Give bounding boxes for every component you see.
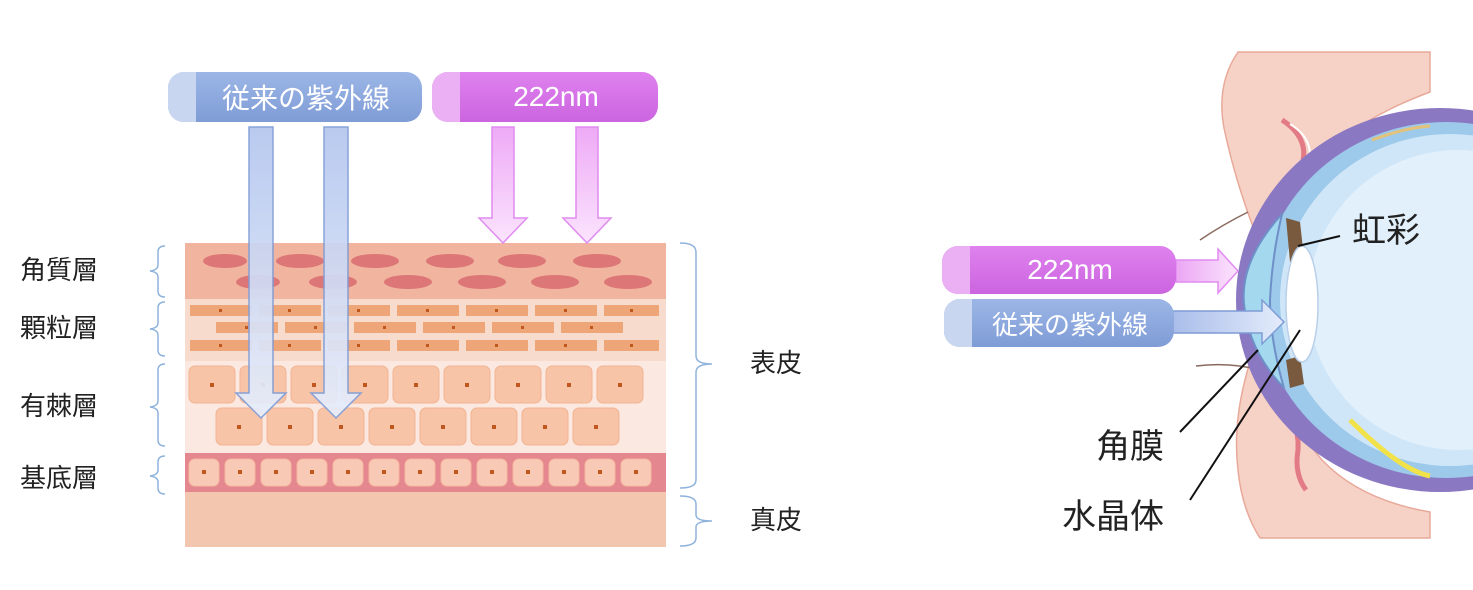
uv222-arrow-2 (561, 126, 613, 245)
label-stratum-corneum: 角質層 (20, 256, 99, 286)
uv222-label: 222nm (513, 81, 599, 112)
conventional-uv-arrow-1 (234, 126, 288, 420)
label-cornea: 角膜 (1096, 427, 1164, 467)
eye-diagram (1171, 51, 1473, 539)
conventional-uv-pill: 従来の紫外線 (168, 72, 422, 122)
eye-uv222-arrow (1175, 247, 1240, 295)
label-lens: 水晶体 (1062, 497, 1164, 537)
uv222-pill: 222nm (432, 72, 658, 122)
conventional-uv-label: 従来の紫外線 (221, 82, 390, 115)
region-braces (679, 242, 713, 547)
layer-braces (149, 245, 166, 495)
uv222-arrow-1 (477, 126, 529, 245)
dermis-band (185, 492, 666, 547)
conventional-uv-arrow-2 (309, 126, 363, 420)
granular-cells (190, 305, 659, 351)
eye-conventional-uv-arrow (1171, 298, 1286, 346)
label-stratum-basale: 基底層 (20, 464, 99, 494)
label-stratum-spinosum: 有棘層 (20, 392, 99, 422)
eye-uv222-pill: 222nm (942, 246, 1176, 294)
label-iris: 虹彩 (1352, 211, 1420, 251)
eye-conventional-uv-label: 従来の紫外線 (991, 310, 1148, 341)
eye-uv222-label: 222nm (1027, 254, 1113, 285)
label-epidermis: 表皮 (750, 349, 803, 379)
label-stratum-granulosum: 顆粒層 (20, 314, 99, 344)
corneum-cells (203, 254, 652, 289)
eye-conventional-uv-pill: 従来の紫外線 (944, 299, 1174, 347)
label-dermis: 真皮 (750, 506, 803, 536)
spinous-cells (188, 365, 644, 446)
basal-cells (188, 458, 652, 487)
